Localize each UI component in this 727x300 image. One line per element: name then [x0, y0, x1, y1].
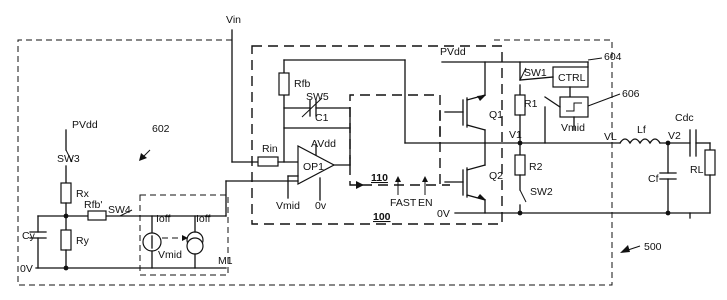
rl-label: RL	[690, 164, 704, 176]
feedback-divider	[484, 61, 621, 216]
vmid-op-label: Vmid	[276, 200, 300, 212]
vmid-m1-label: Vmid	[158, 249, 182, 261]
cdc-label: Cdc	[675, 112, 694, 124]
rin-resistor	[257, 156, 299, 167]
en-label: EN	[418, 197, 433, 209]
zero-v-left-label: 0V	[20, 263, 33, 275]
m1-label: M1	[218, 255, 233, 267]
rx-label: Rx	[76, 188, 90, 200]
q2-label: Q2	[489, 170, 503, 182]
bias-network-602	[29, 129, 227, 271]
zero-v-op-label: 0v	[315, 200, 327, 212]
r1-label: R1	[524, 98, 538, 110]
ioff-2-label: Ioff	[196, 213, 210, 225]
m1-block	[139, 194, 229, 276]
avdd-label: AVdd	[311, 138, 336, 150]
r2-label: R2	[529, 161, 543, 173]
rfb-feedback	[278, 59, 406, 163]
ref-604-label: 604	[604, 51, 622, 63]
control-path-110	[349, 94, 450, 189]
rin-label: Rin	[262, 143, 278, 155]
power-stage	[404, 61, 589, 214]
zero-v-main-label: 0V	[437, 208, 450, 220]
outer-boundary-500	[17, 39, 641, 286]
ref-606-label: 606	[622, 88, 640, 100]
output-filter	[619, 129, 716, 219]
ref-602-label: 602	[152, 123, 170, 135]
vl-label: VL	[604, 131, 617, 143]
vin-label: Vin	[226, 14, 241, 26]
ctrl-block-604	[519, 57, 621, 144]
inner-box-100	[251, 45, 503, 225]
cf-label: Cf	[648, 173, 659, 185]
vmid-ctrl-label: Vmid	[561, 122, 585, 134]
fast-en-arrows	[395, 176, 428, 195]
sw4-label: SW4	[108, 204, 131, 216]
ref-100-label: 100	[373, 211, 391, 223]
ioff-1-label: Ioff	[156, 213, 170, 225]
rfb-label: Rfb	[294, 78, 311, 90]
v1-label: V1	[509, 129, 522, 141]
sw1-label: SW1	[524, 67, 547, 79]
op1-label: OP1	[303, 161, 324, 173]
ref-110-label: 110	[371, 172, 388, 184]
rfb-prime-label: Rfb'	[84, 199, 102, 211]
sw3-label: SW3	[57, 153, 80, 165]
ctrl-label: CTRL	[558, 72, 586, 84]
fast-label: FAST	[390, 197, 417, 209]
ref-500-label: 500	[644, 241, 662, 253]
vin-net	[231, 29, 259, 163]
sw2-label: SW2	[530, 186, 553, 198]
pvdd-top-label: PVdd	[440, 46, 466, 58]
labels: Vin PVdd PVdd Rfb SW5 C1 AVdd Rin OP1 Vm…	[20, 14, 704, 275]
op1-amplifier	[225, 144, 351, 201]
pvdd-left-label: PVdd	[72, 119, 98, 131]
c1-label: C1	[315, 112, 329, 124]
v2-label: V2	[668, 130, 681, 142]
cy-label: Cy	[22, 230, 36, 242]
ry-label: Ry	[76, 235, 90, 247]
lf-label: Lf	[637, 124, 646, 136]
sw5-label: SW5	[306, 91, 329, 103]
q1-label: Q1	[489, 109, 503, 121]
